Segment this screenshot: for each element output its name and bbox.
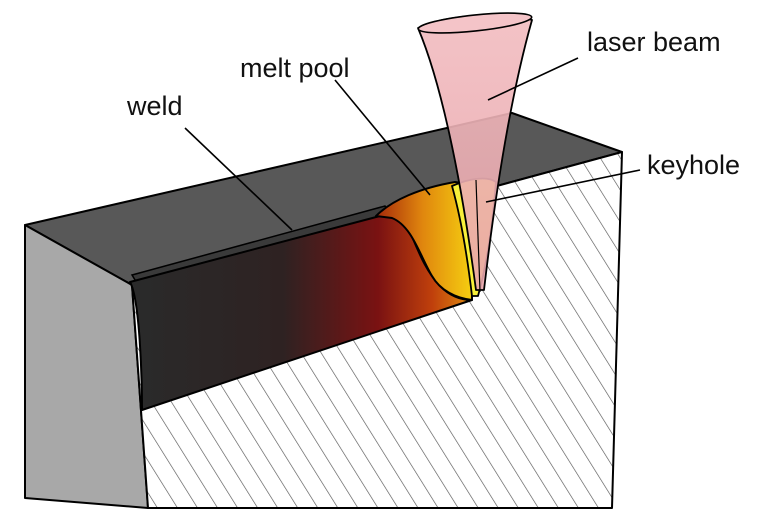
melt-pool-label: melt pool xyxy=(240,53,350,83)
laser-beam-axis xyxy=(475,179,481,293)
melt-pool-leader-line xyxy=(334,79,431,196)
laser-beam-label: laser beam xyxy=(587,27,721,57)
laser-beam-top-opening xyxy=(417,12,533,34)
weld-label: weld xyxy=(126,91,183,121)
keyhole-leader-line xyxy=(485,169,641,203)
laser-beam-leader-line xyxy=(487,57,579,101)
weld-leader-line xyxy=(184,127,293,231)
keyhole-label: keyhole xyxy=(647,150,740,180)
